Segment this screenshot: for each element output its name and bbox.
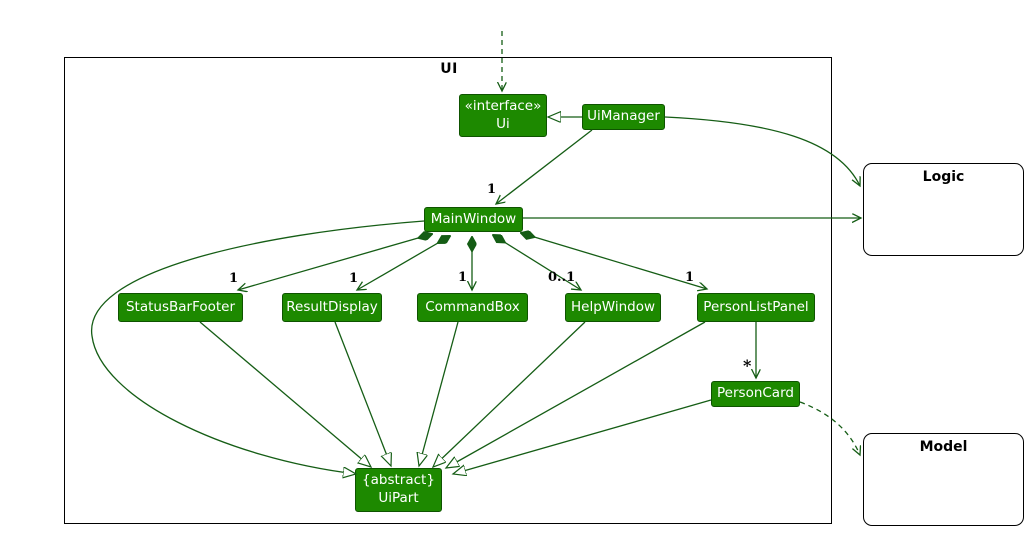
logic-label: Logic xyxy=(922,169,965,185)
mult-resultdisplay: 1 xyxy=(349,271,359,286)
personlistpanel-name: PersonListPanel xyxy=(703,298,809,315)
mult-helpwindow: 0..1 xyxy=(548,270,576,285)
class-uimanager: UiManager xyxy=(582,104,665,130)
uipart-name: UiPart xyxy=(378,490,419,506)
personcard-name: PersonCard xyxy=(717,385,794,402)
class-personlistpanel: PersonListPanel xyxy=(697,293,815,322)
mult-personcard: * xyxy=(743,356,752,375)
mult-uimanager-mainwindow: 1 xyxy=(487,182,497,197)
statusbarfooter-name: StatusBarFooter xyxy=(125,298,236,315)
mult-personlistpanel: 1 xyxy=(685,270,695,285)
uipart-modifier: {abstract} xyxy=(362,472,435,489)
resultdisplay-name: ResultDisplay xyxy=(286,298,378,315)
ui-frame-label: UI xyxy=(440,61,458,77)
ui-frame xyxy=(64,57,832,524)
ui-interface-stereotype: «interface» xyxy=(464,97,542,114)
class-statusbarfooter: StatusBarFooter xyxy=(118,293,243,322)
external-box-model: Model xyxy=(863,433,1024,526)
class-uipart: {abstract} UiPart xyxy=(355,468,442,512)
class-ui-interface: «interface» Ui xyxy=(459,94,547,137)
class-resultdisplay: ResultDisplay xyxy=(282,293,382,322)
helpwindow-name: HelpWindow xyxy=(570,298,655,315)
uimanager-name: UiManager xyxy=(587,108,660,125)
class-commandbox: CommandBox xyxy=(417,293,528,322)
commandbox-name: CommandBox xyxy=(425,298,520,315)
model-label: Model xyxy=(919,439,968,455)
class-personcard: PersonCard xyxy=(711,381,800,407)
external-box-logic: Logic xyxy=(863,163,1024,256)
class-mainwindow: MainWindow xyxy=(424,207,523,232)
mult-statusbarfooter: 1 xyxy=(229,271,239,286)
mult-commandbox: 1 xyxy=(458,270,468,285)
class-helpwindow: HelpWindow xyxy=(565,293,661,322)
mainwindow-name: MainWindow xyxy=(430,210,517,227)
ui-interface-name: Ui xyxy=(496,115,510,132)
